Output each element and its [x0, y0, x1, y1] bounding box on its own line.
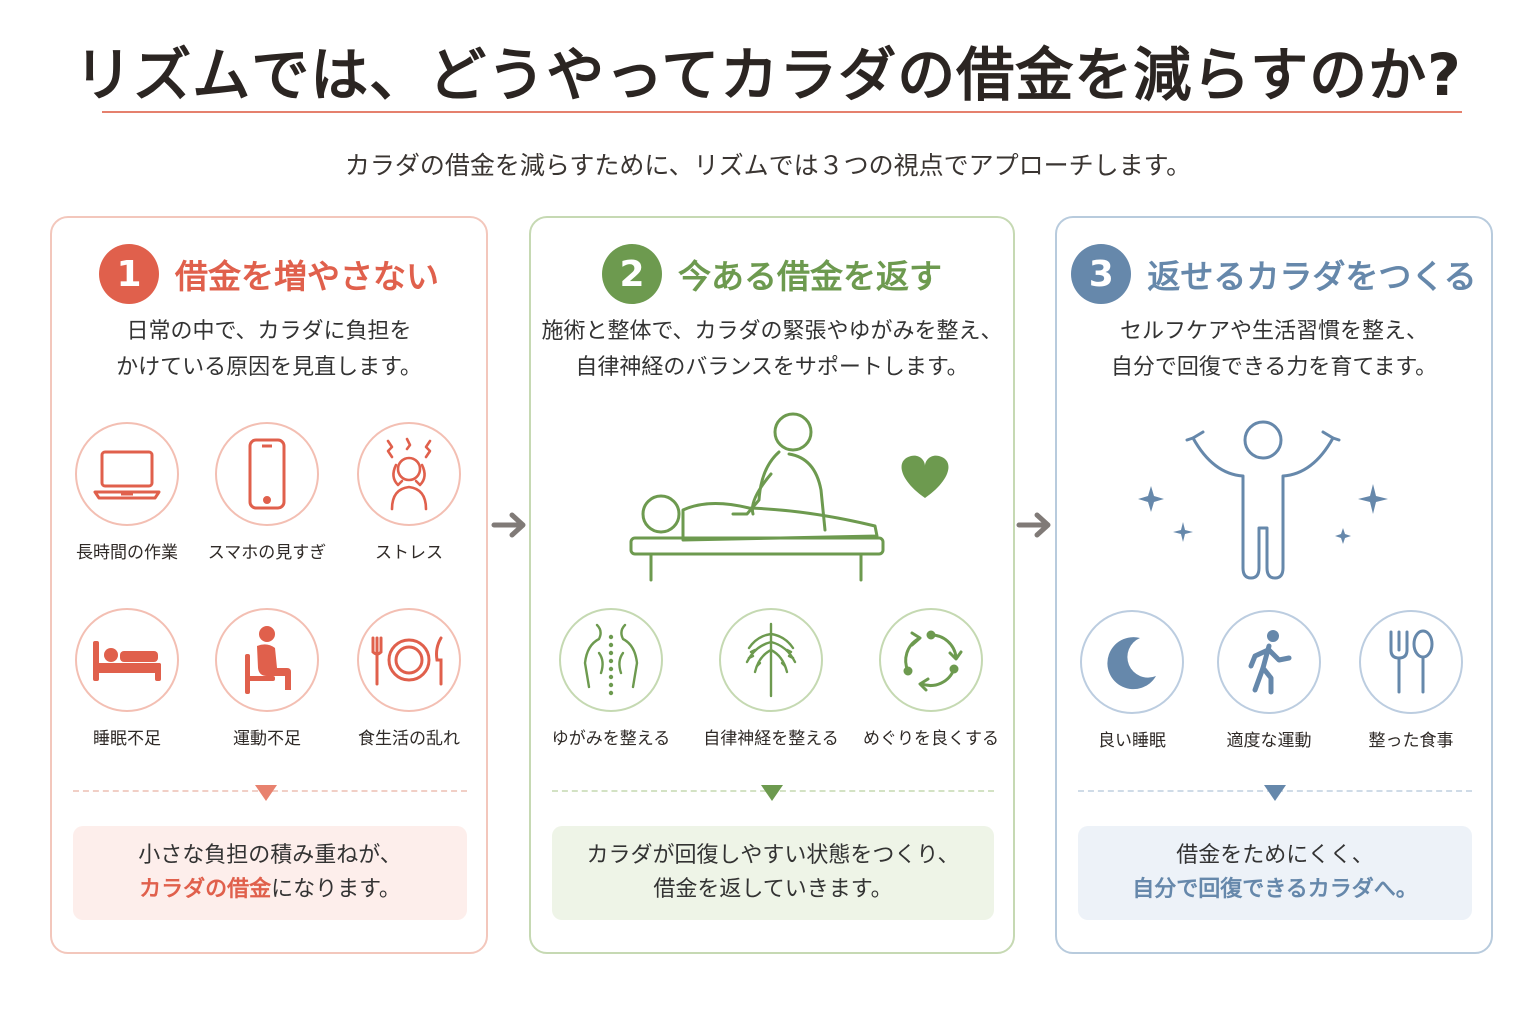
card-1: 1 借金を増やさない 日常の中で、カラダに負担を かけている原因を見直します。 … [50, 216, 488, 954]
card-3-title: 返せるカラダをつくる [1147, 257, 1477, 296]
card-2-title: 今ある借金を返す [678, 257, 942, 296]
item-poor-diet: 食生活の乱れ [334, 608, 484, 749]
item-label: 自律神経を整える [703, 729, 839, 749]
item-lack-of-sleep: 睡眠不足 [52, 608, 202, 749]
card-1-title: 借金を増やさない [175, 257, 439, 296]
summary-line: カラダの借金になります。 [73, 873, 467, 907]
plate-icon [357, 608, 461, 712]
sitting-person-icon [215, 608, 319, 712]
item-label: ゆがみを整える [551, 729, 671, 749]
moon-icon [1080, 610, 1184, 714]
card-2-description: 施術と整体で、カラダの緊張やゆがみを整え、 自律神経のバランスをサポートします。 [531, 314, 1013, 386]
item-label: 食生活の乱れ [358, 729, 460, 749]
card-1-desc-line: 日常の中で、カラダに負担を [126, 319, 412, 344]
circulation-icon [879, 608, 983, 712]
title-divider [102, 111, 1462, 113]
item-long-work: 長時間の作業 [52, 422, 202, 563]
card-2-summary: カラダが回復しやすい状態をつくり、 借金を返していきます。 [552, 826, 994, 920]
card-1-desc-line: かけている原因を見直します。 [116, 355, 422, 380]
card-1-header: 1 借金を増やさない [52, 244, 486, 304]
summary-highlight: 自分で回復できるカラダへ。 [1132, 877, 1418, 902]
item-label: 長時間の作業 [76, 543, 178, 563]
item-lack-of-exercise: 運動不足 [192, 608, 342, 749]
laptop-icon [75, 422, 179, 526]
item-label: めぐりを良くする [863, 729, 999, 749]
item-label: 運動不足 [233, 729, 301, 749]
card-3-header: 3 返せるカラダをつくる [1057, 244, 1491, 304]
item-label: 良い睡眠 [1098, 731, 1166, 751]
item-balanced-meal: 整った食事 [1336, 610, 1486, 751]
down-triangle-icon [1264, 785, 1286, 801]
item-label: 睡眠不足 [93, 729, 161, 749]
summary-line: 借金をためにくく、 [1176, 843, 1374, 868]
item-label: ストレス [375, 543, 443, 563]
card-3-description: セルフケアや生活習慣を整え、 自分で回復できる力を育てます。 [1057, 314, 1491, 386]
summary-line: 小さな負担の積み重ねが、 [138, 843, 402, 868]
card-2-desc-line: 自律神経のバランスをサポートします。 [575, 355, 969, 380]
card-3-summary: 借金をためにくく、 自分で回復できるカラダへ。 [1078, 826, 1472, 920]
card-2-header: 2 今ある借金を返す [531, 244, 1013, 304]
item-autonomic-nerves: 自律神経を整える [696, 608, 846, 749]
item-stress: ストレス [334, 422, 484, 563]
bed-icon [75, 608, 179, 712]
spine-icon [559, 608, 663, 712]
card-3-number: 3 [1071, 244, 1132, 304]
card-3-desc-line: 自分で回復できる力を育てます。 [1110, 355, 1438, 380]
massage-treatment-illustration [629, 412, 949, 582]
down-triangle-icon [255, 785, 277, 801]
summary-text: になります。 [271, 877, 401, 902]
item-smartphone: スマホの見すぎ [192, 422, 342, 563]
summary-line: カラダが回復しやすい状態をつくり、 [586, 843, 960, 868]
card-1-number: 1 [99, 244, 159, 304]
cutlery-icon [1359, 610, 1463, 714]
summary-highlight: カラダの借金 [139, 877, 272, 902]
nerve-icon [719, 608, 823, 712]
smartphone-icon [215, 422, 319, 526]
item-label: スマホの見すぎ [207, 543, 327, 563]
walking-icon [1217, 610, 1321, 714]
card-2-desc-line: 施術と整体で、カラダの緊張やゆがみを整え、 [541, 319, 1003, 344]
item-circulation: めぐりを良くする [856, 608, 1006, 749]
arrow-right-icon [491, 512, 526, 538]
arrow-right-icon [1016, 512, 1051, 538]
card-3: 3 返せるカラダをつくる セルフケアや生活習慣を整え、 自分で回復できる力を育て… [1055, 216, 1493, 954]
item-moderate-exercise: 適度な運動 [1194, 610, 1344, 751]
summary-line: 借金を返していきます。 [653, 877, 893, 902]
card-1-description: 日常の中で、カラダに負担を かけている原因を見直します。 [52, 314, 486, 386]
item-label: 適度な運動 [1226, 731, 1312, 751]
item-good-sleep: 良い睡眠 [1057, 610, 1207, 751]
item-label: 整った食事 [1368, 731, 1454, 751]
down-triangle-icon [761, 785, 783, 801]
stress-icon [357, 422, 461, 526]
card-2: 2 今ある借金を返す 施術と整体で、カラダの緊張やゆがみを整え、 自律神経のバラ… [529, 216, 1015, 954]
page-title: リズムでは、どうやってカラダの借金を減らすのか? [74, 41, 1462, 109]
card-2-number: 2 [602, 244, 662, 304]
item-fix-distortion: ゆがみを整える [536, 608, 686, 749]
card-3-desc-line: セルフケアや生活習慣を整え、 [1119, 319, 1428, 344]
card-1-summary: 小さな負担の積み重ねが、 カラダの借金になります。 [73, 826, 467, 920]
energetic-person-illustration [1138, 420, 1388, 580]
page-subtitle: カラダの借金を減らすために、リズムでは３つの視点でアプローチします。 [344, 151, 1192, 180]
